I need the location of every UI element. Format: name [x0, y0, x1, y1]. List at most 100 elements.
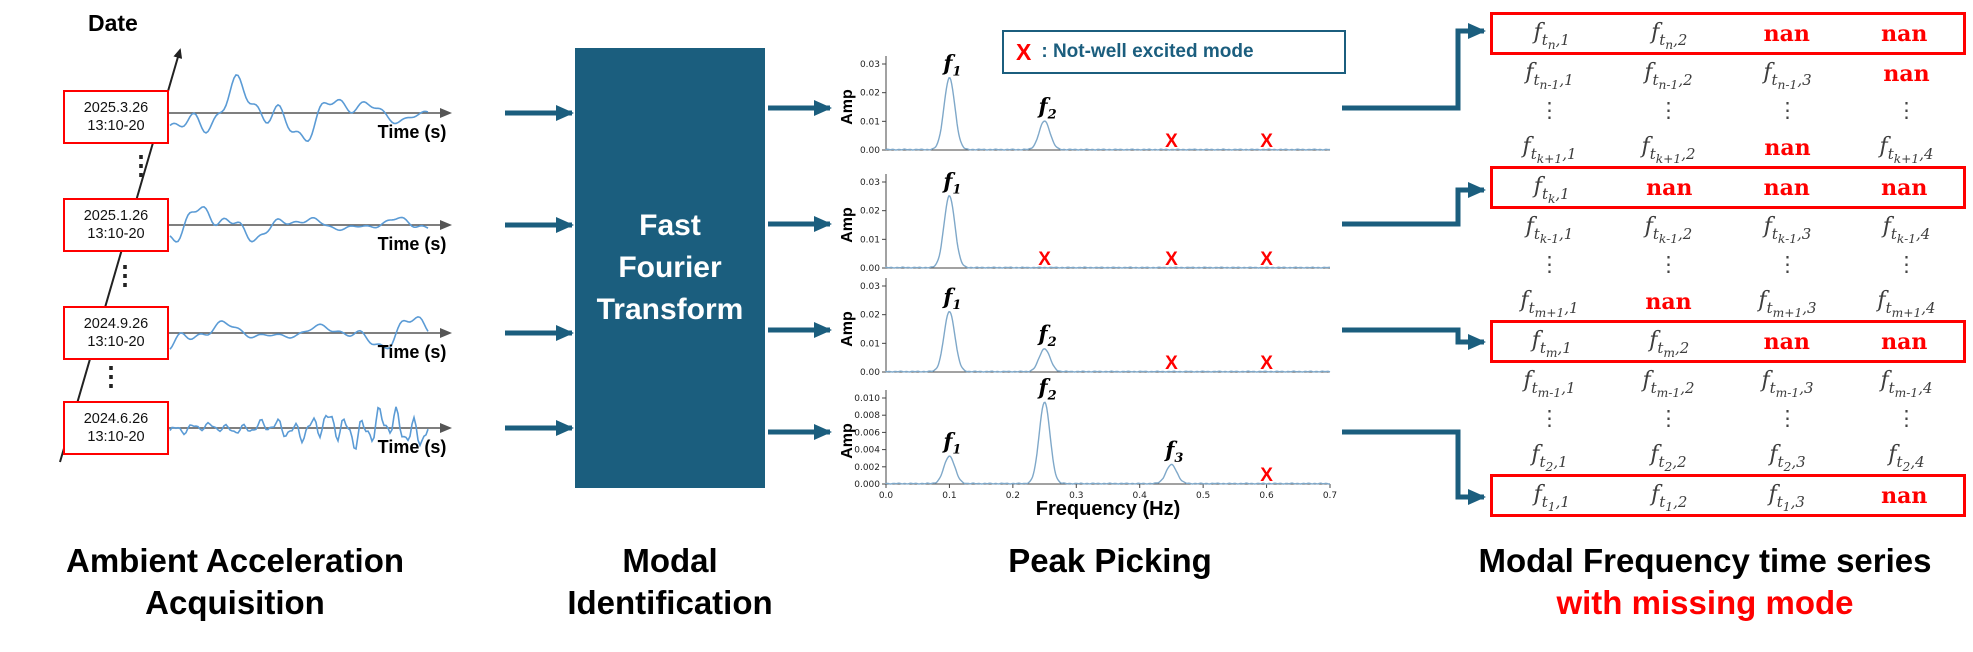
acceleration-waveform	[169, 205, 429, 243]
table-cell: ftk,1	[1533, 174, 1570, 206]
peak-label: f3	[1163, 437, 1183, 466]
table-cell: nan	[1763, 20, 1810, 47]
y-tick-label: 0.00	[860, 264, 880, 274]
table-cell: ft1,1	[1533, 482, 1570, 514]
date-text: 2024.6.26	[83, 411, 149, 427]
missing-mode-x-mark: X	[1260, 353, 1273, 374]
y-tick-label: 0.01	[860, 117, 880, 127]
time-axis-arrowhead-icon	[440, 108, 452, 118]
time-axis-label: Time (s)	[377, 437, 447, 457]
table-cell: ⋮	[1539, 406, 1560, 430]
caption-line-missing-mode: with missing mode	[1556, 584, 1854, 621]
y-tick-label: 0.01	[860, 339, 880, 349]
amp-axis-label: Amp	[839, 311, 856, 347]
table-cell: ftn-1,2	[1644, 60, 1693, 92]
time-axis-label: Time (s)	[377, 342, 447, 362]
missing-mode-x-mark: X	[1038, 249, 1051, 270]
table-cell: ⋮	[1658, 406, 1679, 430]
table-cell: ftm-1,1	[1523, 368, 1576, 400]
fft-box: Fast Fourier Transform	[575, 48, 765, 488]
table-cell: ftk+1,4	[1879, 134, 1934, 166]
table-cell: ftk-1,3	[1763, 214, 1812, 246]
time-range-text: 13:10-20	[87, 118, 145, 134]
table-cell: ftm-1,3	[1761, 368, 1814, 400]
flow-arrow	[1342, 23, 1486, 111]
table-cell: ⋮	[1777, 406, 1798, 430]
y-tick-label: 0.02	[860, 207, 880, 217]
time-range-text: 13:10-20	[87, 334, 145, 350]
table-cell: ft2,3	[1769, 442, 1806, 474]
ellipsis-dots: ⋮	[128, 150, 154, 180]
y-tick-label: 0.006	[854, 428, 880, 438]
amp-axis-label: Amp	[839, 89, 856, 125]
peak-label: f1	[941, 428, 961, 457]
y-tick-label: 0.010	[854, 394, 880, 404]
table-cell: ftn,2	[1651, 20, 1688, 52]
x-tick-label: 0.3	[1069, 491, 1083, 501]
table-row-highlighted: ft1,1 ft1,2 ft1,3 nan	[1490, 474, 1966, 517]
spectrum-curve	[885, 310, 1331, 373]
peak-label: f1	[941, 284, 961, 313]
table-cell: nan	[1764, 134, 1811, 161]
amp-axis-label: Amp	[839, 207, 856, 243]
acceleration-waveform	[169, 406, 429, 451]
legend: X : Not-well excited mode	[1002, 30, 1346, 74]
caption-frequency-time-series: Modal Frequency time series with missing…	[1440, 540, 1970, 624]
caption-line: Identification	[567, 584, 773, 621]
date-box: 2024.9.26 13:10-20	[63, 306, 169, 360]
date-text: 2025.1.26	[83, 208, 149, 224]
acceleration-waveform	[169, 315, 429, 350]
table-cell: ftm+1,3	[1758, 288, 1817, 320]
table-cell: ⋮	[1896, 406, 1917, 430]
y-tick-label: 0.03	[860, 60, 880, 70]
time-axis-arrowhead-icon	[440, 328, 452, 338]
peak-label: f1	[941, 168, 961, 197]
table-cell: ftk-1,4	[1882, 214, 1931, 246]
table-row: ftk+1,1 ftk+1,2 nan ftk+1,4	[1490, 129, 1966, 166]
fft-box-line: Transform	[596, 293, 744, 326]
caption-ambient-acquisition: Ambient Acceleration Acquisition	[10, 540, 460, 624]
table-cell: nan	[1881, 482, 1928, 509]
y-tick-label: 0.03	[860, 282, 880, 292]
y-tick-label: 0.02	[860, 89, 880, 99]
time-axis-arrowhead-icon	[440, 220, 452, 230]
table-cell: ⋮	[1896, 252, 1917, 276]
table-cell: nan	[1881, 174, 1928, 201]
waveform-plot	[168, 205, 452, 243]
legend-text: : Not-well excited mode	[1041, 41, 1254, 62]
ellipsis-dots: ⋮	[98, 361, 124, 391]
table-cell: ft1,3	[1768, 482, 1805, 514]
ellipsis-dots: ⋮	[112, 260, 138, 290]
caption-line: Ambient Acceleration	[65, 542, 405, 579]
caption-modal-identification: Modal Identification	[470, 540, 870, 624]
fft-box-line: Fourier	[618, 251, 722, 284]
table-cell: ft2,1	[1531, 442, 1568, 474]
flow-arrow	[1342, 429, 1486, 505]
table-row: ⋮ ⋮ ⋮ ⋮	[1490, 400, 1966, 437]
x-tick-label: 0.1	[942, 491, 956, 501]
table-cell: ft1,2	[1651, 482, 1688, 514]
table-cell: ⋮	[1777, 252, 1798, 276]
caption-peak-picking: Peak Picking	[890, 540, 1330, 582]
table-cell: ftn-1,3	[1763, 60, 1812, 92]
spectrum-curve	[885, 194, 1330, 269]
peak-label: f2	[1037, 93, 1057, 122]
spectrum-curve	[885, 401, 1331, 485]
table-cell: ftn,1	[1533, 20, 1570, 52]
frequency-axis-label: Frequency (Hz)	[1035, 498, 1181, 520]
table-cell: ft2,4	[1888, 442, 1925, 474]
date-box: 2024.6.26 13:10-20	[63, 401, 169, 455]
table-cell: ftk+1,1	[1522, 134, 1577, 166]
table-cell: ftk-1,1	[1525, 214, 1574, 246]
table-cell: ftn-1,1	[1525, 60, 1574, 92]
table-row: ⋮⋮⋮⋮	[1490, 246, 1966, 283]
time-range-text: 13:10-20	[87, 226, 145, 242]
y-tick-label: 0.000	[854, 480, 880, 490]
table-row: ⋮⋮⋮⋮	[1490, 92, 1966, 129]
table-cell: ⋮	[1539, 98, 1560, 122]
table-cell: ftk+1,2	[1641, 134, 1696, 166]
